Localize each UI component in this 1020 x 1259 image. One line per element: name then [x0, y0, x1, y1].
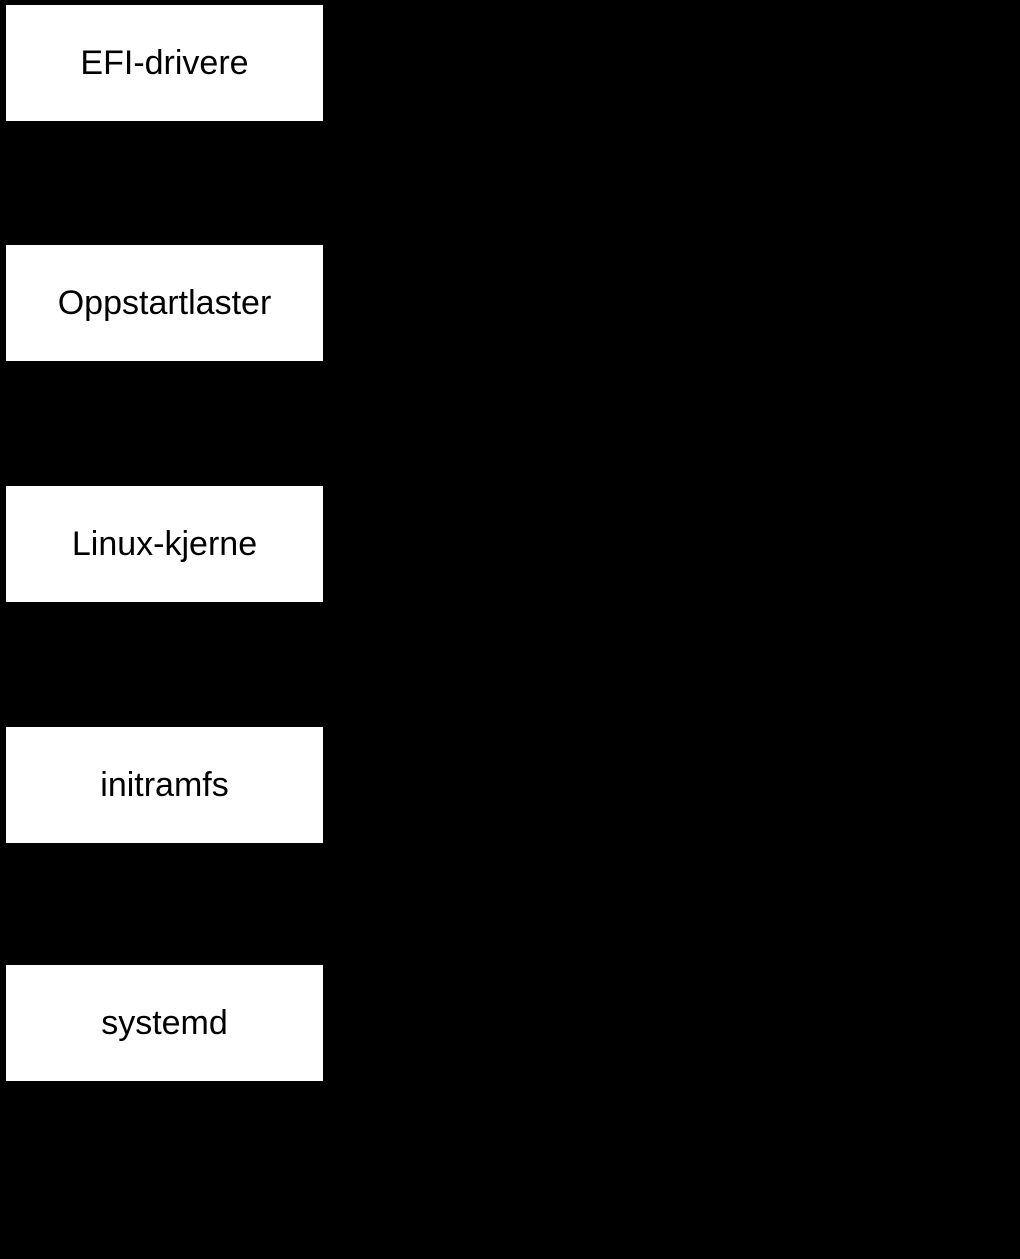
node-systemd-label: systemd: [101, 1004, 228, 1042]
node-systemd: systemd: [6, 965, 323, 1081]
node-linux-kjerne-label: Linux-kjerne: [71, 525, 258, 563]
node-initramfs: initramfs: [6, 727, 323, 843]
node-linux-kjerne: Linux-kjerne: [6, 486, 323, 602]
node-oppstartlaster-label: Oppstartlaster: [57, 284, 272, 322]
node-efi-drivere: EFI-drivere: [6, 5, 323, 121]
node-initramfs-label: initramfs: [100, 766, 229, 804]
node-oppstartlaster: Oppstartlaster: [6, 245, 323, 361]
node-efi-drivere-label: EFI-drivere: [80, 44, 249, 82]
